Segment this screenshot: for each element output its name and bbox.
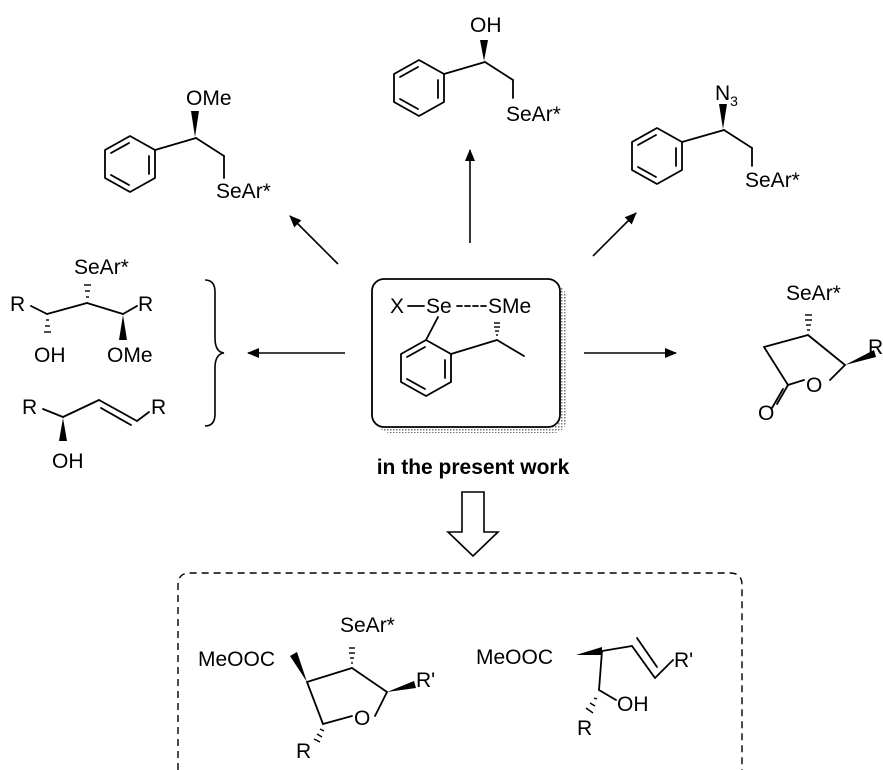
r-left-label: R: [10, 293, 25, 316]
r-left-label: R: [22, 396, 37, 419]
open-arrow-down: [446, 491, 500, 558]
x-label: X: [390, 295, 404, 318]
n-label: N3: [715, 82, 738, 109]
oh-label: OH: [470, 14, 502, 37]
methyl-ether-product: OMe SeAr*: [104, 87, 271, 203]
sear-label: SeAr*: [74, 256, 129, 279]
left-brace: [204, 279, 225, 427]
ester-label: MeOOC: [476, 646, 553, 669]
alcohol-product: OH SeAr*: [393, 14, 561, 126]
thf-product: SeAr* MeOOC R' O R: [198, 614, 435, 763]
oh-label: OH: [617, 693, 649, 716]
sear-label: SeAr*: [786, 282, 841, 305]
new-products-box: [177, 572, 743, 770]
r-prime-label: R': [416, 669, 435, 692]
o-label: O: [354, 707, 370, 730]
r-prime-label: R': [674, 649, 693, 672]
ome-label: OMe: [186, 87, 232, 110]
r-label: R: [577, 717, 592, 740]
o-carbonyl-label: O: [758, 402, 774, 425]
o-ring-label: O: [806, 374, 822, 397]
homoallylic-product: MeOOC R' OH R: [476, 637, 693, 740]
sear-label: SeAr*: [340, 614, 395, 637]
r-label: R: [868, 336, 883, 359]
r-label: R: [296, 740, 311, 763]
sear-label: SeAr*: [506, 103, 561, 126]
diol-ether-product: SeAr* R R OH OMe: [10, 256, 153, 367]
se-label: Se: [426, 295, 452, 318]
allyl-alcohol-product: R R OH: [22, 396, 166, 473]
sear-label: SeAr*: [216, 180, 271, 203]
center-reagent-box: X Se SMe: [371, 278, 566, 433]
sear-label: SeAr*: [745, 169, 800, 192]
arrow-to-azide: [592, 212, 637, 257]
arrow-to-methyl-ether: [289, 215, 339, 265]
reaction-arrows: [247, 149, 677, 558]
oh-label: OH: [52, 450, 84, 473]
lactone-product: SeAr* R O O: [758, 282, 883, 425]
sme-label: SMe: [488, 295, 531, 318]
ome-label: OMe: [107, 344, 153, 367]
oh-label: OH: [34, 344, 66, 367]
ester-label: MeOOC: [198, 648, 275, 671]
present-work-caption: in the present work: [377, 456, 570, 479]
azide-product: N3 SeAr*: [631, 82, 800, 192]
r-right-label: R: [138, 293, 153, 316]
r-right-label: R: [151, 396, 166, 419]
